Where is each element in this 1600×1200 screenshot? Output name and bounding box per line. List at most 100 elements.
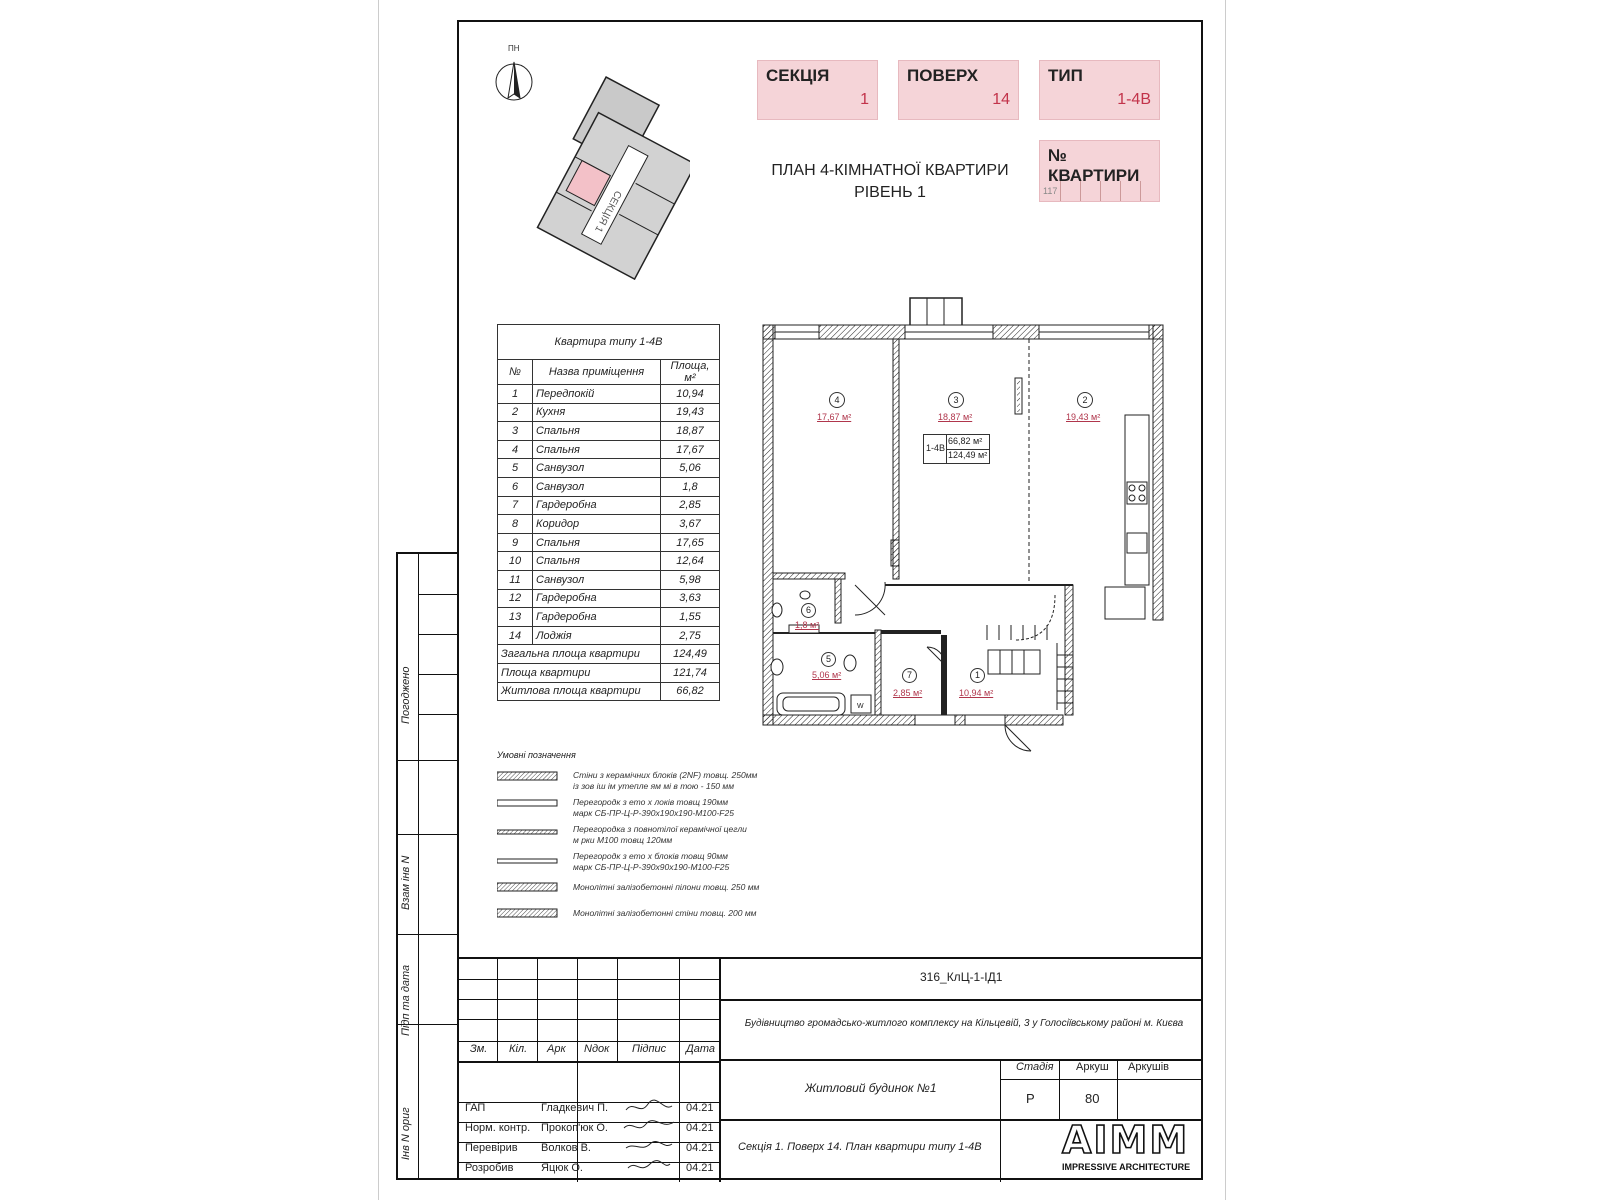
floor-label: ПОВЕРХ: [907, 66, 979, 85]
room-table: Квартира типу 1-4В № Назва приміщення Пл…: [497, 324, 720, 702]
apartment-no-value: 117: [1043, 186, 1058, 196]
legend-item-5: Монолітні залізобетонні пілони товщ. 250…: [573, 882, 760, 892]
type-label: ТИП: [1048, 66, 1083, 85]
stamp-col-ark: Арк: [547, 1043, 566, 1055]
stamp-date-1: 04.21: [686, 1122, 714, 1134]
stamp-col-ndok: Nдок: [584, 1043, 610, 1055]
stamp-project: Будівництво громадсько-житлого комплексу…: [744, 1018, 1184, 1029]
type-value: 1-4В: [1117, 91, 1151, 108]
title-block: [457, 957, 1203, 1182]
plan-room-5-number: 5: [821, 652, 836, 667]
plan-room-3-area: 18,87 м²: [938, 412, 973, 422]
legend-item-2: Перегородк з ето х локів товщ 190мм марк…: [573, 797, 734, 818]
sidebar-sign-date: Підп та дата: [400, 964, 412, 1036]
stamp-col-pidpys: Підпис: [632, 1043, 667, 1055]
plan-title-line1: ПЛАН 4-КІМНАТНОЇ КВАРТИРИ: [771, 162, 1009, 179]
plan-room-5-area: 5,06 м²: [812, 670, 842, 680]
plan-title: ПЛАН 4-КІМНАТНОЇ КВАРТИРИ РІВЕНЬ 1: [760, 160, 1020, 204]
stamp-name-1: Прокоп'юк О.: [541, 1122, 608, 1134]
drawing-frame: [457, 20, 1203, 1180]
signatures: [623, 1099, 675, 1169]
stamp-date-2: 04.21: [686, 1142, 714, 1154]
plan-room-1-area: 10,94 м²: [959, 688, 994, 698]
stamp-col-zm: Зм.: [470, 1043, 488, 1055]
plan-room-7-area: 2,85 м²: [893, 688, 923, 698]
section-label: СЕКЦІЯ: [766, 66, 830, 85]
stamp-date-0: 04.21: [686, 1102, 714, 1114]
plan-summary-living: 66,82 м²: [948, 436, 983, 446]
floor-value: 14: [992, 91, 1010, 108]
stamp-sheets-header: Аркушів: [1128, 1061, 1170, 1073]
plan-summary-type: 1-4В: [926, 443, 946, 453]
sidebar-strip: [396, 552, 457, 1180]
plan-summary-box: 1-4В 66,82 м² 124,49 м²: [923, 434, 990, 464]
stamp-role-2: Перевірив: [465, 1142, 518, 1154]
legend-item-4: Перегородк з ето х блоків товщ 90мм марк…: [573, 851, 730, 872]
stamp-sheet-no: 80: [1085, 1091, 1100, 1106]
room-table-header-name: Назва приміщення: [532, 359, 661, 385]
apartment-no-badge: № КВАРТИРИ 117: [1039, 140, 1160, 202]
stamp-sheet-title: Секція 1. Поверх 14. План квартири типу …: [738, 1141, 982, 1153]
plan-summary-total: 124,49 м²: [948, 450, 988, 460]
legend-item-1: Стіни з керамічних блоків (2NF) товщ. 25…: [573, 770, 758, 791]
room-table-title: Квартира типу 1-4В: [497, 324, 720, 360]
plan-title-line2: РІВЕНЬ 1: [854, 184, 926, 201]
stamp-date-3: 04.21: [686, 1162, 714, 1174]
legend-item-3: Перегородка з повнотілої керамічної цегл…: [573, 824, 747, 845]
plan-room-6-number: 6: [801, 603, 816, 618]
aimm-logo: AIMM IMPRESSIVE ARCHITECTURE: [1061, 1117, 1198, 1174]
sidebar-inv-no: Взам інв N: [400, 855, 412, 910]
stamp-role-1: Норм. контр.: [465, 1122, 531, 1134]
section-badge: СЕКЦІЯ 1: [757, 60, 878, 120]
legend-item-6: Монолітні залізобетонні стіни товщ. 200 …: [573, 908, 757, 918]
floor-plan: W: [762, 297, 1164, 752]
key-plan: СЕКЦІЯ 1: [495, 61, 690, 280]
room-table-header-no: №: [497, 359, 533, 385]
sidebar-orig-inv: Інв N ориг: [400, 1107, 412, 1160]
plan-room-7-number: 7: [902, 668, 917, 683]
sidebar-agreed: Погоджено: [400, 666, 412, 724]
north-label: ПН: [508, 44, 520, 53]
stamp-col-data: Дата: [686, 1043, 716, 1055]
svg-text:W: W: [857, 703, 864, 710]
plan-room-2-number: 2: [1077, 392, 1093, 408]
plan-room-4-number: 4: [829, 392, 845, 408]
stamp-stage-header: Стадія: [1016, 1061, 1054, 1073]
stamp-code: 316_КлЦ-1-ІД1: [920, 970, 1003, 984]
stamp-name-2: Волков В.: [541, 1142, 591, 1154]
stamp-role-3: Розробив: [465, 1162, 514, 1174]
room-table-header-area: Площа, м²: [660, 359, 720, 385]
type-badge: ТИП 1-4В: [1039, 60, 1160, 120]
stamp-stage: Р: [1026, 1091, 1035, 1106]
stamp-role-0: ГАП: [465, 1102, 486, 1114]
plan-room-6-area: 1,8 м²: [795, 620, 820, 630]
plan-room-1-number: 1: [970, 668, 985, 683]
plan-room-2-area: 19,43 м²: [1066, 412, 1101, 422]
apartment-no-label: № КВАРТИРИ: [1048, 146, 1140, 185]
stamp-col-kil: Кіл.: [509, 1043, 528, 1055]
floor-badge: ПОВЕРХ 14: [898, 60, 1019, 120]
legend-title: Умовні позначення: [497, 750, 576, 760]
logo-subtext: IMPRESSIVE ARCHITECTURE: [1062, 1162, 1191, 1172]
logo-text: AIMM: [1061, 1117, 1190, 1163]
plan-room-4-area: 17,67 м²: [817, 412, 852, 422]
legend-swatches: [497, 771, 558, 918]
section-value: 1: [860, 91, 869, 108]
